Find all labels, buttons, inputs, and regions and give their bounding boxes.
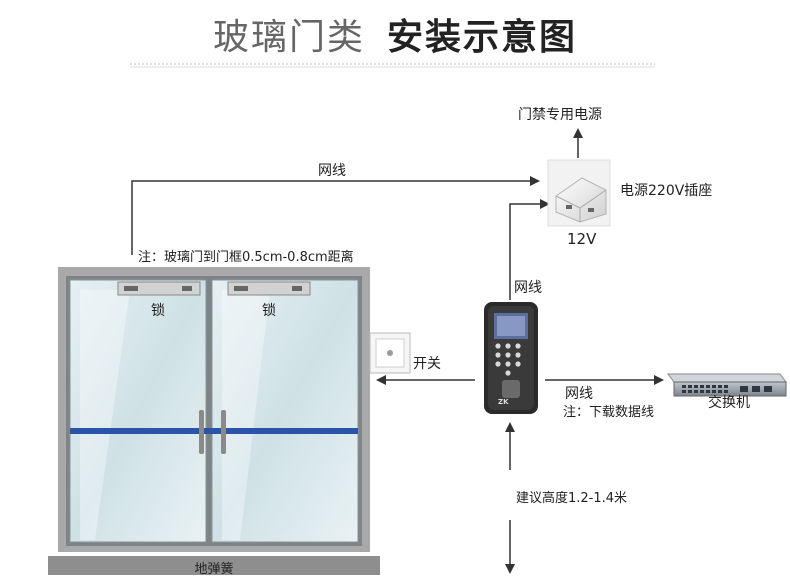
network-top-label: 网线 bbox=[318, 163, 346, 179]
door-handle-right bbox=[221, 410, 226, 454]
title-bold: 安装示意图 bbox=[387, 17, 578, 58]
network-right-label: 网线 bbox=[565, 386, 593, 402]
door-stripe bbox=[70, 428, 358, 434]
download-note-label: 注：下载数据线 bbox=[563, 405, 655, 420]
floor-spring-label: 地弹簧 bbox=[194, 562, 234, 577]
lock-right-icon bbox=[227, 281, 311, 296]
reader-brand-label: ZK bbox=[498, 398, 509, 406]
network-switch-icon bbox=[667, 373, 787, 397]
door-handle-left bbox=[199, 410, 204, 454]
network-mid-label: 网线 bbox=[514, 280, 542, 296]
network-line-top bbox=[131, 176, 540, 255]
gap-note-label: 注：玻璃门到门框0.5cm-0.8cm距离 bbox=[138, 250, 354, 265]
lock-left-label: 锁 bbox=[151, 303, 165, 319]
voltage-label: 12V bbox=[567, 230, 597, 248]
access-power-label: 门禁专用电源 bbox=[518, 107, 602, 123]
exit-switch-icon bbox=[369, 332, 411, 374]
page-title: 玻璃门类安装示意图 bbox=[0, 8, 790, 60]
switch-label: 开关 bbox=[413, 356, 441, 372]
height-note-label: 建议高度1.2-1.4米 bbox=[516, 491, 628, 506]
lock-right-label: 锁 bbox=[262, 303, 276, 319]
power-supply-icon bbox=[547, 159, 611, 227]
floor-spring-bar bbox=[48, 556, 380, 575]
network-switch-label: 交换机 bbox=[708, 395, 750, 411]
glass-door bbox=[58, 267, 370, 552]
title-light: 玻璃门类 bbox=[212, 17, 365, 58]
lock-left-icon bbox=[117, 281, 201, 296]
network-line-reader-to-psu bbox=[509, 199, 550, 300]
power-outlet-label: 电源220V插座 bbox=[620, 183, 713, 199]
fingerprint-reader-icon bbox=[484, 302, 538, 414]
